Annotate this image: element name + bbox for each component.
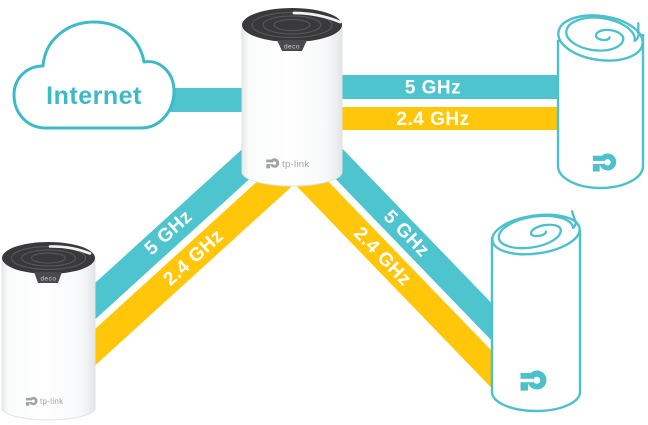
main-unit-brand-label: tp-link (282, 159, 309, 170)
outline-unit-body (490, 229, 582, 413)
band-label-topright-24ghz: 2.4 GHz (396, 109, 469, 130)
bottom-left-unit-top-cap (2, 242, 95, 274)
tplink-mark-icon (266, 158, 280, 169)
main-unit-deco-label: deco (284, 44, 300, 51)
tplink-mark-icon (520, 370, 547, 391)
bottom-left-unit-brand-label: tp-link (40, 397, 64, 406)
bottom-right-outline-unit (490, 209, 582, 413)
tplink-mark-icon (25, 396, 38, 406)
top-right-outline-unit (556, 12, 645, 190)
tplink-mark-icon (592, 153, 617, 172)
outline-unit-top (557, 14, 644, 62)
link-main-to-top-right: 5 GHz 2.4 GHz (336, 75, 570, 130)
main-unit-deco-tab (277, 40, 307, 51)
main-deco-unit: deco tp-link (241, 8, 343, 187)
outline-unit-body (556, 33, 645, 190)
bottom-left-unit-brand-logo: tp-link (25, 396, 64, 406)
internet-label: Internet (46, 82, 142, 110)
band-topright-24ghz (336, 107, 570, 130)
bottom-left-unit-vent-pattern (10, 245, 87, 271)
cloud-icon (12, 20, 176, 130)
bottom-left-unit-body (1, 257, 96, 421)
main-unit-top-slot (292, 11, 342, 24)
bottom-left-unit-top-slot (48, 245, 92, 255)
band-bottomright-24ghz (293, 164, 521, 399)
band-bottomleft-24ghz (58, 167, 292, 383)
band-label-topright-5ghz: 5 GHz (405, 78, 461, 99)
main-unit-vent-pattern (251, 11, 333, 39)
internet-cloud: Internet (12, 20, 176, 130)
main-unit-brand-logo: tp-link (266, 158, 309, 170)
bottom-left-deco-unit: deco tp-link (1, 242, 96, 421)
band-bottomright-5ghz (317, 141, 545, 376)
band-topright-5ghz (336, 75, 570, 99)
bottom-left-unit-deco-tab (34, 272, 62, 283)
main-unit-body (241, 24, 343, 187)
bottom-left-unit-deco-label: deco (40, 276, 56, 283)
